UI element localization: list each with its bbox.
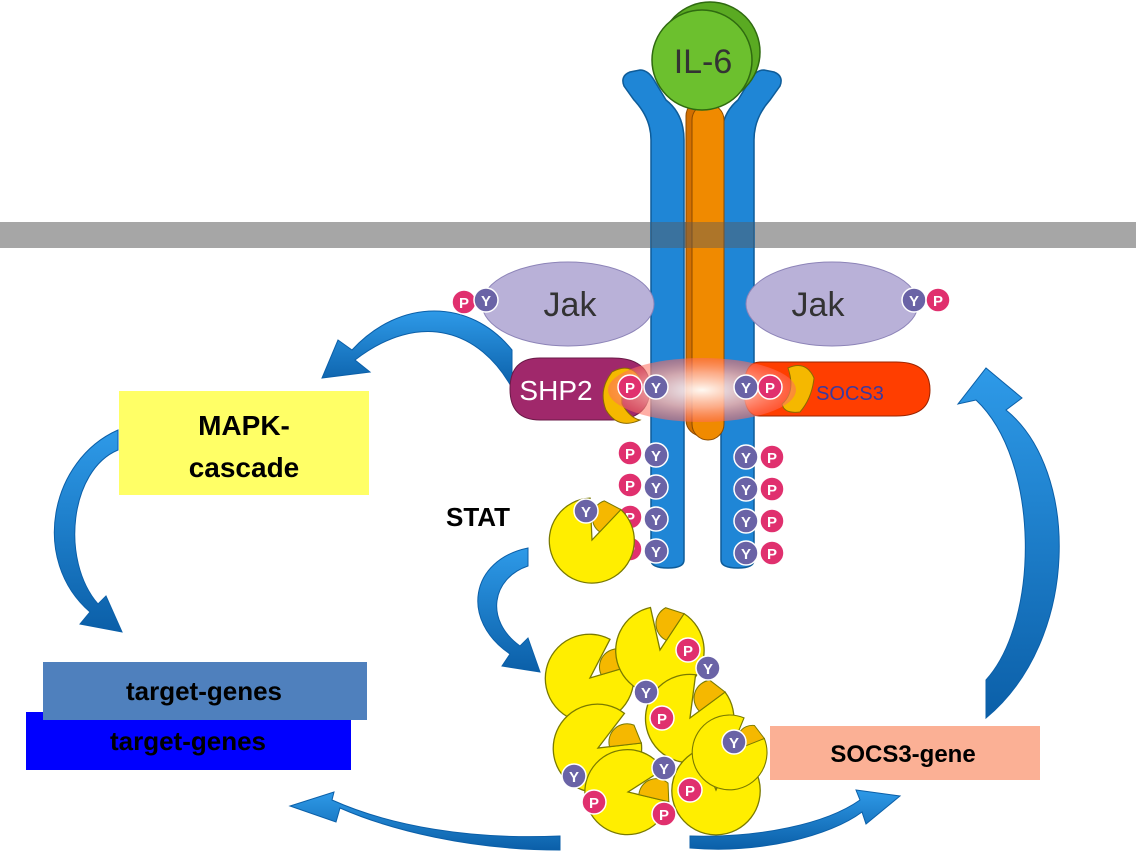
svg-text:P: P [657,711,667,728]
svg-text:Y: Y [741,482,751,499]
svg-text:P: P [625,380,635,397]
target-genes-front-box: target-genes [43,662,367,720]
mapk-label-line1: MAPK- [198,410,290,441]
jak-right-phospho: Y P [901,287,951,313]
jak-left-phospho: P Y [451,287,499,315]
receptor-phospho-right: Y P Y P Y P Y P [733,444,785,566]
target-genes-back-label: target-genes [110,726,266,756]
activation-glow [608,358,796,422]
mapk-cascade-box: MAPK- cascade [119,391,369,495]
arrow-mapk-to-target-genes [54,429,123,633]
svg-text:P: P [659,807,669,824]
svg-text:P: P [767,450,777,467]
svg-text:Y: Y [651,480,661,497]
stat-label: STAT [446,502,510,532]
svg-text:Y: Y [659,761,669,778]
arrow-dimers-to-target-genes [288,791,561,851]
target-genes-front-label: target-genes [126,676,282,706]
svg-text:P: P [589,795,599,812]
stat-monomer-tyrosine: Y [573,498,599,524]
svg-text:P: P [459,295,469,312]
svg-text:Y: Y [729,735,739,752]
target-genes-back-box: target-genes [26,712,351,770]
cell-membrane [0,222,1136,248]
il6-label: IL-6 [674,43,733,81]
svg-text:Y: Y [651,544,661,561]
arrow-shp2-to-mapk [321,310,513,389]
socs3-gene-box: SOCS3-gene [770,726,1040,780]
svg-text:P: P [625,510,635,527]
svg-text:Y: Y [741,380,751,397]
arrow-socs3-gene-to-socs3 [956,367,1060,720]
svg-text:Y: Y [641,685,651,702]
svg-text:P: P [685,783,695,800]
socs3-gene-label: SOCS3-gene [830,741,975,768]
svg-text:P: P [765,380,775,397]
jak-right-label: Jak [792,286,846,324]
svg-text:P: P [767,482,777,499]
membrane-overlay [651,222,754,248]
svg-text:P: P [683,643,693,660]
shp2-label: SHP2 [519,375,592,406]
svg-text:P: P [625,446,635,463]
svg-text:P: P [625,478,635,495]
stat-dimer-cluster: P Y Y P Y Y P Y P P [537,589,779,854]
jak-left-label: Jak [544,286,598,324]
svg-text:Y: Y [651,380,661,397]
jak-left: Jak [481,261,655,347]
svg-text:P: P [933,293,943,310]
arrow-dimers-to-socs3-gene [689,789,902,850]
svg-text:Y: Y [651,448,661,465]
svg-text:Y: Y [569,769,579,786]
jak-right: Jak [745,261,919,347]
docking-phospho: P Y Y P [617,374,783,400]
svg-text:Y: Y [909,293,919,310]
socs3-label: SOCS3 [816,383,884,405]
il6-receptor [685,99,725,441]
svg-text:Y: Y [481,293,491,310]
svg-text:Y: Y [741,450,751,467]
svg-text:Y: Y [741,546,751,563]
il6-ligand: IL-6 [651,1,761,111]
svg-text:P: P [767,546,777,563]
mapk-label-line2: cascade [189,452,300,483]
svg-text:Y: Y [581,504,591,521]
svg-text:Y: Y [651,512,661,529]
svg-text:Y: Y [703,661,713,678]
svg-text:Y: Y [741,514,751,531]
arrow-stat-to-dimers [477,547,541,673]
svg-text:P: P [767,514,777,531]
